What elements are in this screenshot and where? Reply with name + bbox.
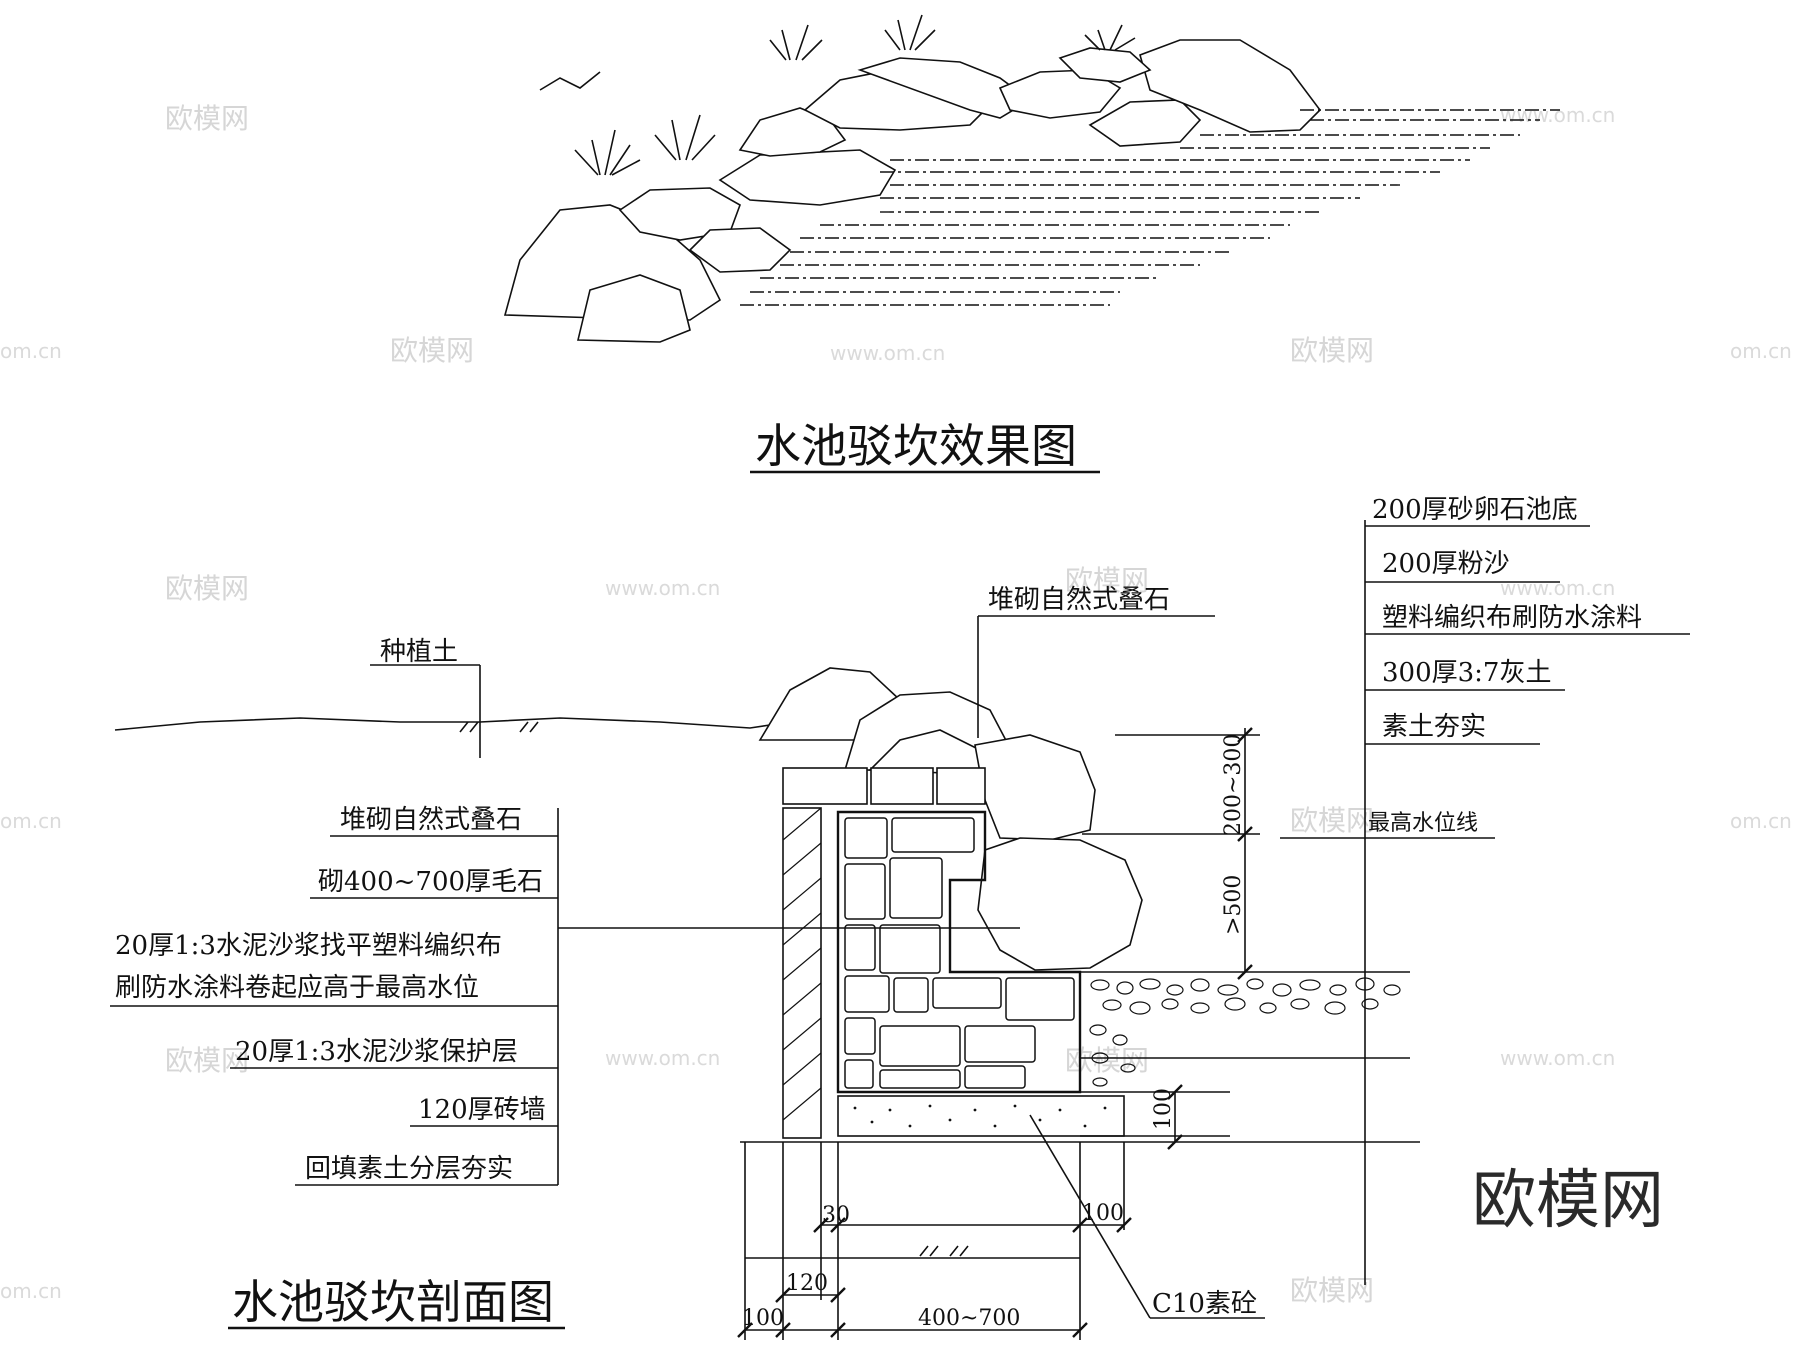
layer-label-left: 刷防水涂料卷起应高于最高水位	[115, 973, 479, 1003]
watermark-site: om.cn	[1730, 339, 1792, 363]
rock	[1088, 99, 1202, 147]
rock	[688, 227, 792, 273]
layer-label-right: 素土夯实	[1382, 712, 1486, 742]
watermark-site: www.om.cn	[605, 1046, 720, 1070]
cap-stone	[936, 767, 986, 805]
dim-text: >500	[1221, 875, 1246, 935]
dim-text: 100	[1151, 1088, 1176, 1130]
watermark-site: om.cn	[0, 339, 62, 363]
effect-illustration	[503, 14, 1560, 343]
layer-label-right: 200厚砂卵石池底	[1372, 495, 1578, 525]
watermark-site: om.cn	[0, 1279, 62, 1303]
grass-tuft	[539, 71, 601, 91]
layer-label-right: 300厚3:7灰土	[1382, 658, 1551, 688]
watermark-site: om.cn	[1730, 809, 1792, 833]
dim-text: 400~700	[918, 1306, 1020, 1331]
layer-label-left: 120厚砖墙	[418, 1095, 546, 1125]
watermark-brand: 欧模网	[1290, 804, 1374, 837]
grass-tuft	[884, 14, 936, 51]
effect-title: 水池驳坎效果图	[755, 419, 1077, 473]
grass-tuft	[769, 24, 823, 61]
layer-label-left: 砌400~700厚毛石	[318, 867, 543, 897]
cap-stone	[870, 767, 934, 805]
section-drawing	[110, 520, 1690, 1340]
dim-tick	[737, 1217, 1132, 1338]
watermark-site: www.om.cn	[830, 341, 945, 365]
dim-tick	[1167, 1084, 1183, 1150]
layer-label-left: 回填素土分层夯实	[305, 1154, 513, 1184]
watermark-site: om.cn	[0, 809, 62, 833]
max-water-line-label: 最高水位线	[1368, 811, 1478, 836]
rock	[576, 274, 691, 343]
cap-stone	[782, 767, 868, 805]
stacked-stone-top-label: 堆砌自然式叠石	[988, 585, 1170, 615]
watermark-brand: 欧模网	[1290, 334, 1374, 367]
rock	[618, 187, 741, 241]
grass-tuft	[654, 114, 716, 161]
watermark-brand: 欧模网	[165, 572, 249, 605]
layer-label-right: 200厚粉沙	[1382, 549, 1510, 579]
rock	[1058, 47, 1152, 83]
leader-line	[1029, 1114, 1151, 1319]
dim-text: 200~300	[1221, 734, 1246, 836]
rubble-outline	[836, 810, 1082, 1094]
layer-label-right: 塑料编织布刷防水涂料	[1382, 603, 1642, 633]
rock	[718, 149, 897, 206]
rock	[974, 734, 1096, 841]
dim-text: 100	[1082, 1201, 1124, 1226]
watermark-brand: 欧模网	[1290, 1274, 1374, 1307]
rock	[738, 107, 847, 157]
brand-watermark: 欧模网	[1472, 1164, 1664, 1238]
watermark-site: www.om.cn	[605, 576, 720, 600]
watermark-site: www.om.cn	[1500, 1046, 1615, 1070]
watermark-brand: 欧模网	[165, 102, 249, 135]
brick-wall-hatch	[782, 807, 822, 1121]
rock	[977, 837, 1143, 971]
watermark-layer: 欧模网 欧模网 欧模网 欧模网 欧模网 欧模网 欧模网 欧模网 欧模网 www.…	[0, 102, 1792, 1307]
ground-line	[114, 717, 791, 731]
section-title: 水池驳坎剖面图	[232, 1275, 554, 1329]
ground-hatch	[919, 1245, 969, 1257]
dim-text: 30	[822, 1203, 850, 1228]
concrete-pad	[837, 1095, 1125, 1137]
layer-label-left: 20厚1:3水泥沙浆找平塑料编织布	[115, 931, 502, 961]
watermark-brand: 欧模网	[165, 1044, 249, 1077]
grass-tuft	[574, 129, 641, 176]
brick-wall	[782, 807, 822, 1139]
ground-hatch	[459, 721, 539, 733]
c10-label: C10素砼	[1152, 1289, 1257, 1319]
planting-soil-label: 种植土	[380, 637, 458, 667]
rubble-stones	[844, 817, 1075, 1089]
layer-label-left: 20厚1:3水泥沙浆保护层	[235, 1037, 518, 1067]
watermark-site: www.om.cn	[1500, 576, 1615, 600]
layer-label-left: 堆砌自然式叠石	[340, 805, 522, 835]
watermark-brand: 欧模网	[1065, 564, 1149, 597]
dim-text: 120	[786, 1271, 828, 1296]
concrete-speckle	[853, 1104, 1107, 1128]
rock	[998, 69, 1122, 119]
water-lines	[740, 109, 1560, 306]
watermark-brand: 欧模网	[390, 334, 474, 367]
watermark-site: www.om.cn	[1500, 103, 1615, 127]
dim-tick	[1237, 727, 1253, 980]
dim-text: 100	[742, 1306, 784, 1331]
grass-tuft	[1084, 24, 1136, 51]
